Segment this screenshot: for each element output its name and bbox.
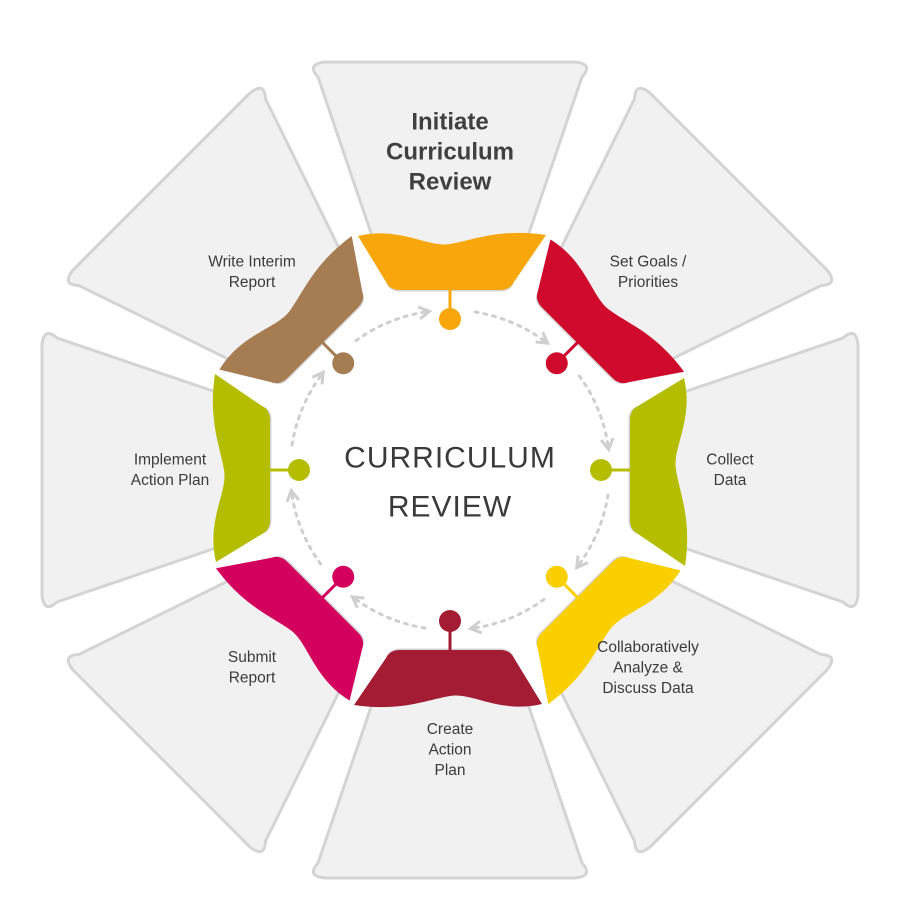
cycle-arrow bbox=[473, 310, 551, 346]
step-label-line: Priorities bbox=[618, 274, 679, 291]
step-label-line: Initiate bbox=[411, 109, 488, 136]
step-create-plan bbox=[311, 610, 589, 880]
center-title-line1: CURRICULUM bbox=[344, 442, 556, 475]
step-label-line: Collaboratively bbox=[597, 639, 699, 656]
step-label-line: Action Plan bbox=[131, 472, 209, 489]
step-label-line: Analyze & bbox=[613, 660, 683, 677]
step-implement bbox=[40, 331, 310, 609]
step-collect-data bbox=[590, 331, 860, 609]
step-interim-report bbox=[66, 86, 364, 384]
step-label-line: Report bbox=[229, 274, 276, 291]
cycle-arrow bbox=[290, 369, 326, 447]
cycle-arrow bbox=[577, 374, 615, 453]
step-stem bbox=[318, 580, 340, 602]
cycle-arrow bbox=[467, 597, 546, 635]
step-node-dot bbox=[545, 352, 568, 375]
step-node-dot bbox=[439, 308, 461, 330]
step-analyze bbox=[536, 556, 834, 854]
step-label-line: Data bbox=[714, 472, 747, 489]
step-label-line: Discuss Data bbox=[602, 680, 694, 697]
cycle-arrow bbox=[574, 493, 610, 571]
step-label-line: Action bbox=[428, 742, 471, 759]
step-label-line: Curriculum bbox=[386, 139, 514, 166]
step-initiate bbox=[311, 60, 589, 330]
step-label-line: Create bbox=[427, 721, 474, 738]
step-color-band bbox=[215, 556, 364, 701]
cycle-arrow bbox=[349, 594, 427, 630]
step-color-band bbox=[212, 374, 270, 562]
step-color-band bbox=[354, 650, 542, 708]
step-stem bbox=[560, 338, 582, 360]
step-node-dot bbox=[332, 352, 355, 375]
cycle-arrow bbox=[285, 487, 323, 566]
step-node-dot bbox=[439, 610, 461, 632]
step-node-dot bbox=[590, 459, 612, 481]
step-submit-report bbox=[66, 556, 364, 854]
step-color-band bbox=[219, 235, 364, 384]
step-color-band bbox=[630, 378, 688, 566]
cycle-arrows bbox=[285, 305, 615, 635]
step-label-line: Implement bbox=[134, 451, 207, 468]
step-node-dot bbox=[545, 565, 568, 588]
step-stem bbox=[318, 338, 340, 360]
cycle-arrow bbox=[354, 305, 433, 343]
step-label-line: Write Interim bbox=[208, 253, 296, 270]
step-set-goals bbox=[536, 86, 834, 384]
step-label-line: Report bbox=[229, 670, 276, 687]
step-color-band bbox=[536, 556, 681, 705]
step-color-band bbox=[358, 232, 546, 290]
center-label: CURRICULUM REVIEW bbox=[344, 442, 556, 524]
step-label-line: Submit bbox=[228, 649, 277, 666]
step-label-line: Plan bbox=[434, 762, 465, 779]
center-title-line2: REVIEW bbox=[388, 491, 512, 524]
step-stem bbox=[560, 580, 582, 602]
step-label-line: Collect bbox=[706, 451, 754, 468]
step-label-line: Set Goals / bbox=[610, 253, 687, 270]
step-node-dot bbox=[332, 565, 355, 588]
step-color-band bbox=[536, 239, 685, 384]
step-label-line: Review bbox=[409, 169, 492, 196]
step-node-dot bbox=[288, 459, 310, 481]
